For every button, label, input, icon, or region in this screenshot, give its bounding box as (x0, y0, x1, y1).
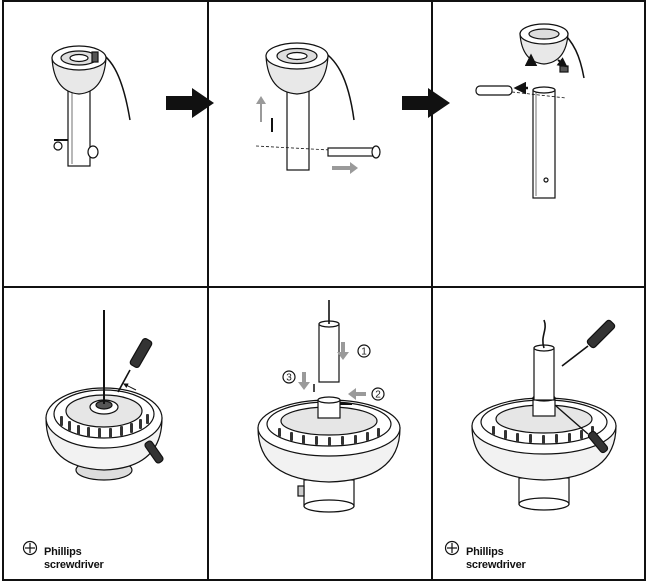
big-right-arrow-icon (166, 88, 214, 118)
panel-1-assembled-downrod (51, 45, 131, 167)
step-number-1: 1 (361, 347, 367, 358)
panel-6-tighten-screw (471, 319, 617, 511)
big-right-arrow-icon (402, 88, 450, 118)
panel-3-separate-parts (475, 23, 585, 199)
panel-4-fan-screwdriver (45, 310, 164, 481)
panel-2-remove-pin (255, 42, 381, 174)
caption-line-1: Phillips (44, 546, 82, 558)
tool-caption-right: Phillips screwdriver (466, 546, 526, 572)
caption-line-2: screwdriver (466, 559, 526, 571)
phillips-cross-circle-icon (444, 540, 460, 556)
caption-line-2: screwdriver (44, 559, 104, 571)
tool-caption-left: Phillips screwdriver (44, 546, 104, 572)
step-number-2: 2 (375, 390, 381, 401)
phillips-cross-circle-icon (22, 540, 38, 556)
step-number-3: 3 (286, 373, 292, 384)
caption-line-1: Phillips (466, 546, 504, 558)
panel-5-attach-downrod (257, 300, 401, 513)
